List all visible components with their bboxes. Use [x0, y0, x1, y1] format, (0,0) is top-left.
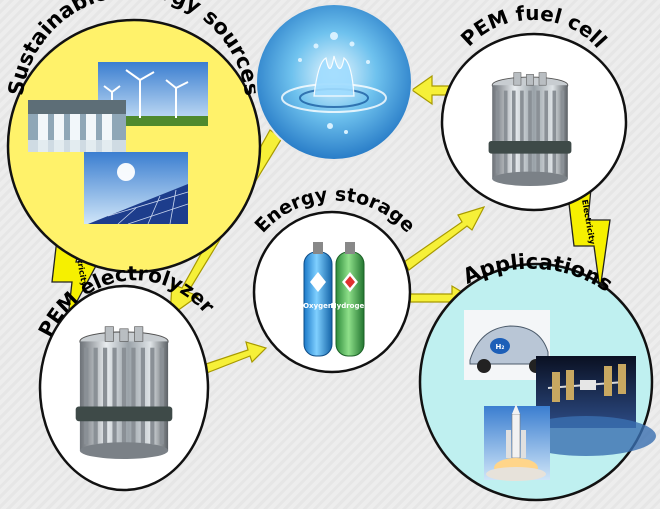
- solar-panel-photo: [84, 152, 189, 225]
- node-applications: Applications H₂: [418, 250, 656, 502]
- arrow-storage-to-fuelcell: [403, 206, 486, 271]
- node-pem-fuel-cell: PEM fuel cell: [440, 1, 628, 212]
- space-station-photo: [516, 356, 656, 456]
- water-splash-icon: [281, 32, 387, 134]
- hydrogen-car-photo: H₂: [464, 310, 550, 380]
- hydrogen-tank-icon: Hydrogen: [331, 242, 369, 357]
- node-sustainable-energy-sources: Sustainable energy sources: [4, 0, 264, 274]
- hydrogen-tank-label: Hydrogen: [331, 302, 369, 310]
- node-water: [255, 3, 413, 161]
- fuel-cell-stack-icon: [488, 72, 572, 187]
- oxygen-tank-label: Oxygen: [303, 302, 333, 310]
- node-energy-storage: Energy storage Oxygen Hydrogen: [251, 183, 419, 374]
- electrolyzer-stack-icon: [75, 326, 173, 460]
- hydro-dam-photo: [28, 100, 126, 152]
- node-pem-electrolyzer: PEM electrolyzer: [33, 261, 220, 492]
- oxygen-tank-icon: Oxygen: [303, 242, 333, 357]
- svg-text:H₂: H₂: [496, 343, 505, 351]
- arrow-electrolyzer-to-storage: [199, 341, 268, 375]
- rocket-launch-photo: [484, 404, 550, 481]
